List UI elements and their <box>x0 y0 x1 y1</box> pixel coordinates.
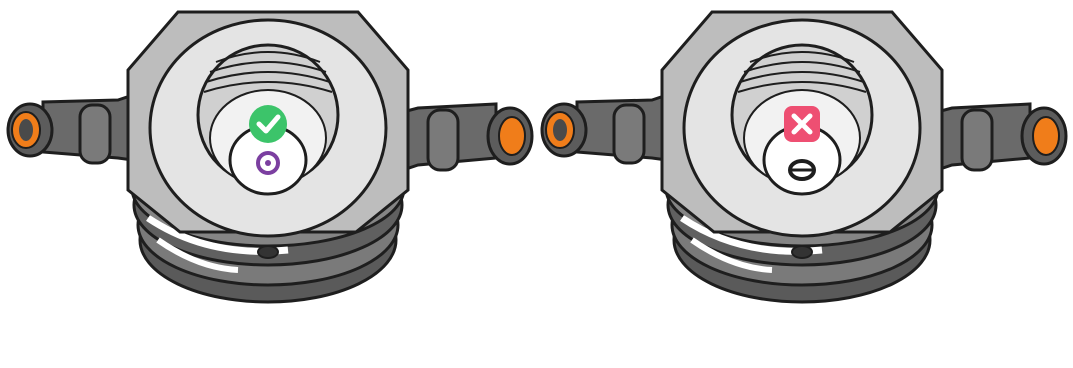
check-badge-bg <box>249 105 287 143</box>
valve-correct <box>8 12 532 302</box>
check-badge <box>249 105 287 143</box>
valve-incorrect <box>542 12 1066 302</box>
split-ring-mark <box>790 161 814 179</box>
x-badge <box>784 106 820 142</box>
